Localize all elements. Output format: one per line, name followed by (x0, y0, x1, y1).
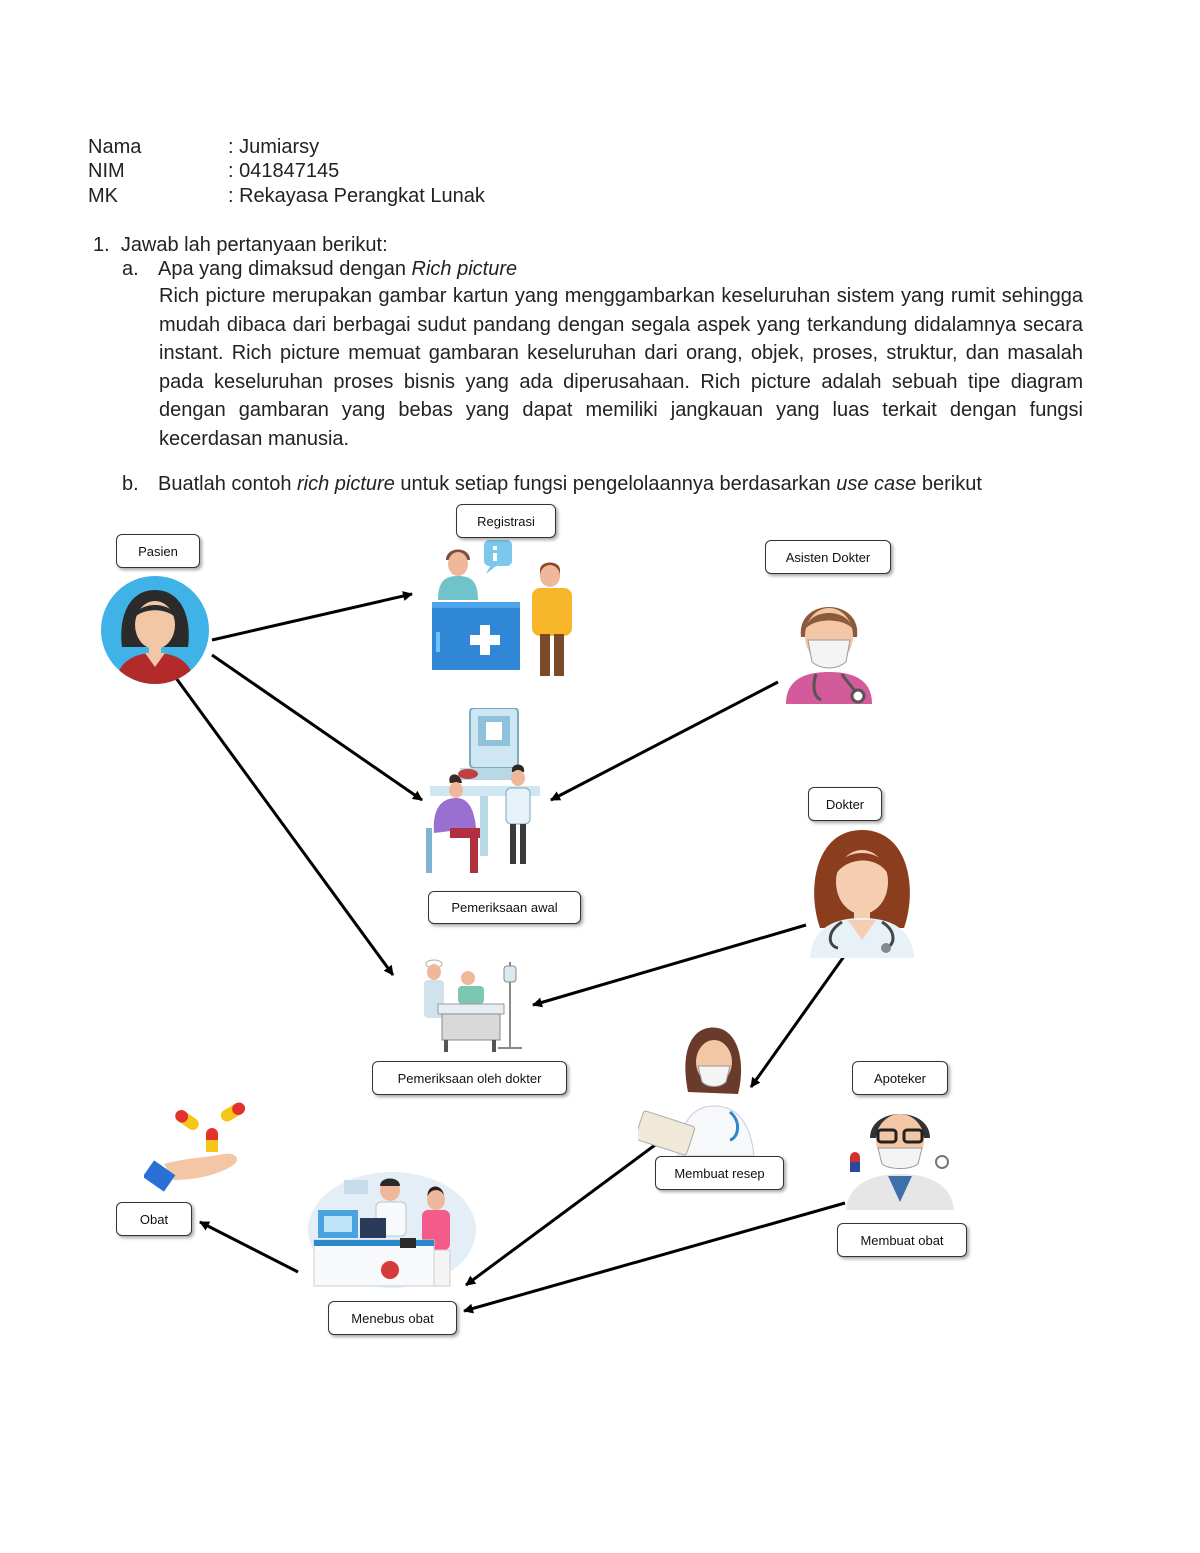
question-a-prefix: Apa yang dimaksud dengan (158, 258, 412, 280)
question-a-label: a. (122, 258, 139, 280)
question-b-part3: berikut (916, 473, 982, 495)
question-b-italic1: rich picture (297, 473, 395, 495)
medicine-hand-icon (144, 1102, 246, 1192)
nama-label: Nama (88, 136, 142, 158)
arrow-menebus-obat (199, 1220, 299, 1274)
pharmacist-icon (846, 1114, 954, 1210)
arrow-asisten-pemeriksaan-awal (550, 680, 779, 802)
nim-label: NIM (88, 160, 125, 182)
arrow-apoteker-menebus (463, 1201, 846, 1314)
question-b-italic2: use case (836, 473, 917, 495)
question-a: a. Apa yang dimaksud dengan Rich picture (122, 258, 517, 281)
label-pemeriksaan-oleh-dokter: Pemeriksaan oleh dokter (372, 1061, 567, 1095)
nim-value: : 041847145 (228, 160, 340, 182)
question-number: 1. (93, 234, 110, 256)
label-registrasi: Registrasi (456, 504, 556, 538)
arrow-pasien-pemeriksaan-awal (211, 653, 423, 802)
arrow-resep-menebus (465, 1143, 656, 1287)
assistant-doctor-icon (786, 607, 872, 704)
question-a-italic: Rich picture (411, 258, 518, 280)
initial-examination-icon (426, 708, 540, 873)
label-pasien: Pasien (116, 534, 200, 568)
arrow-pasien-pemeriksaan-dokter (174, 677, 395, 976)
label-apoteker: Apoteker (852, 1061, 948, 1095)
question-b-part2: untuk setiap fungsi pengelolaannya berda… (394, 473, 837, 495)
header-nama: Nama : Jumiarsy (88, 135, 319, 159)
doctor-examination-icon (424, 959, 522, 1052)
arrow-pasien-registrasi (211, 591, 413, 642)
question-text: Jawab lah pertanyaan berikut: (120, 234, 388, 256)
nama-value: : Jumiarsy (228, 136, 320, 158)
mk-value: : Rekayasa Perangkat Lunak (228, 185, 485, 207)
question-b-part1: Buatlah contoh (158, 473, 297, 495)
label-obat: Obat (116, 1202, 192, 1236)
question-1: 1. Jawab lah pertanyaan berikut: (93, 234, 388, 257)
doctor-prescription-icon (638, 1027, 755, 1156)
question-b-label: b. (122, 473, 139, 495)
header-mk: MK : Rekayasa Perangkat Lunak (88, 184, 485, 208)
label-membuat-resep: Membuat resep (655, 1156, 784, 1190)
label-asisten-dokter: Asisten Dokter (765, 540, 891, 574)
label-dokter: Dokter (808, 787, 882, 821)
header-nim: NIM : 041847145 (88, 159, 339, 183)
label-pemeriksaan-awal: Pemeriksaan awal (428, 891, 581, 924)
patient-woman-icon (101, 576, 209, 684)
arrow-dokter-resep (749, 954, 847, 1088)
doctor-woman-icon (810, 830, 914, 958)
arrow-dokter-pemeriksaan-dokter (532, 923, 807, 1008)
registration-desk-icon (432, 540, 572, 676)
label-menebus-obat: Menebus obat (328, 1301, 457, 1335)
question-b: b. Buatlah contoh rich picture untuk seti… (122, 473, 982, 496)
answer-a: Rich picture merupakan gambar kartun yan… (159, 285, 1083, 450)
mk-label: MK (88, 185, 118, 207)
label-membuat-obat: Membuat obat (837, 1223, 967, 1257)
pharmacy-counter-icon (308, 1172, 476, 1288)
